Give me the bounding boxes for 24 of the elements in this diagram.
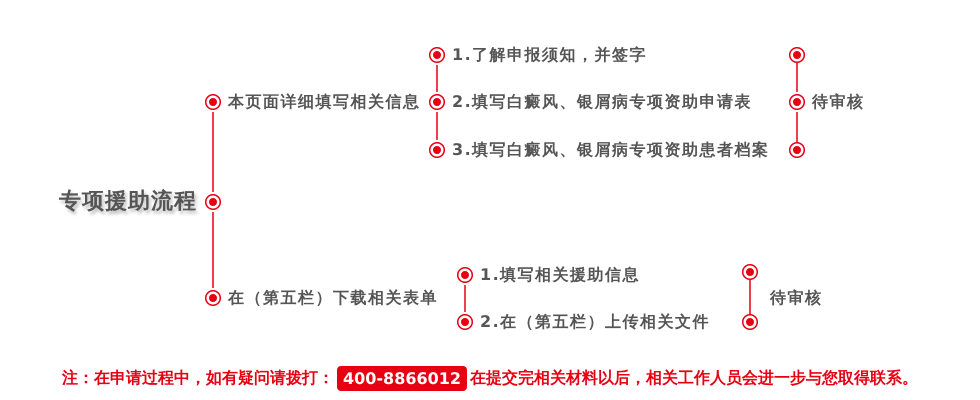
connector-line: [212, 212, 214, 288]
connector-line: [436, 112, 438, 140]
status-text: 待审核: [770, 288, 822, 308]
connector-line: [212, 112, 214, 192]
step-text: 1.填写相关援助信息: [480, 265, 640, 285]
step-text: 2.填写白癜风、银屑病专项资助申请表: [452, 92, 752, 112]
circle-dot: [789, 142, 805, 158]
step-text: 1.了解申报须知，并签字: [452, 45, 648, 65]
phone-badge: 400-8866012: [337, 366, 467, 391]
note-text: 注：在申请过程中，如有疑问请拨打：: [62, 368, 334, 389]
circle-dot: [742, 264, 758, 280]
note-text: 在提交完相关材料以后，相关工作人员会进一步与您取得联系。: [470, 368, 918, 389]
connector-line: [796, 112, 798, 142]
circle-dot: [789, 47, 805, 63]
step-text: 2.在（第五栏）上传相关文件: [480, 312, 710, 332]
step-text: 待审核: [812, 92, 864, 112]
step-text: 在（第五栏）下载相关表单: [228, 288, 438, 308]
step-text: 本页面详细填写相关信息: [228, 92, 420, 112]
connector-line: [749, 280, 751, 314]
connector-line: [436, 65, 438, 92]
circle-dot: [742, 314, 758, 330]
connector-line: [796, 63, 798, 92]
connector-line: [464, 285, 466, 312]
step-text: 3.填写白癜风、银屑病专项资助患者档案: [452, 140, 770, 160]
